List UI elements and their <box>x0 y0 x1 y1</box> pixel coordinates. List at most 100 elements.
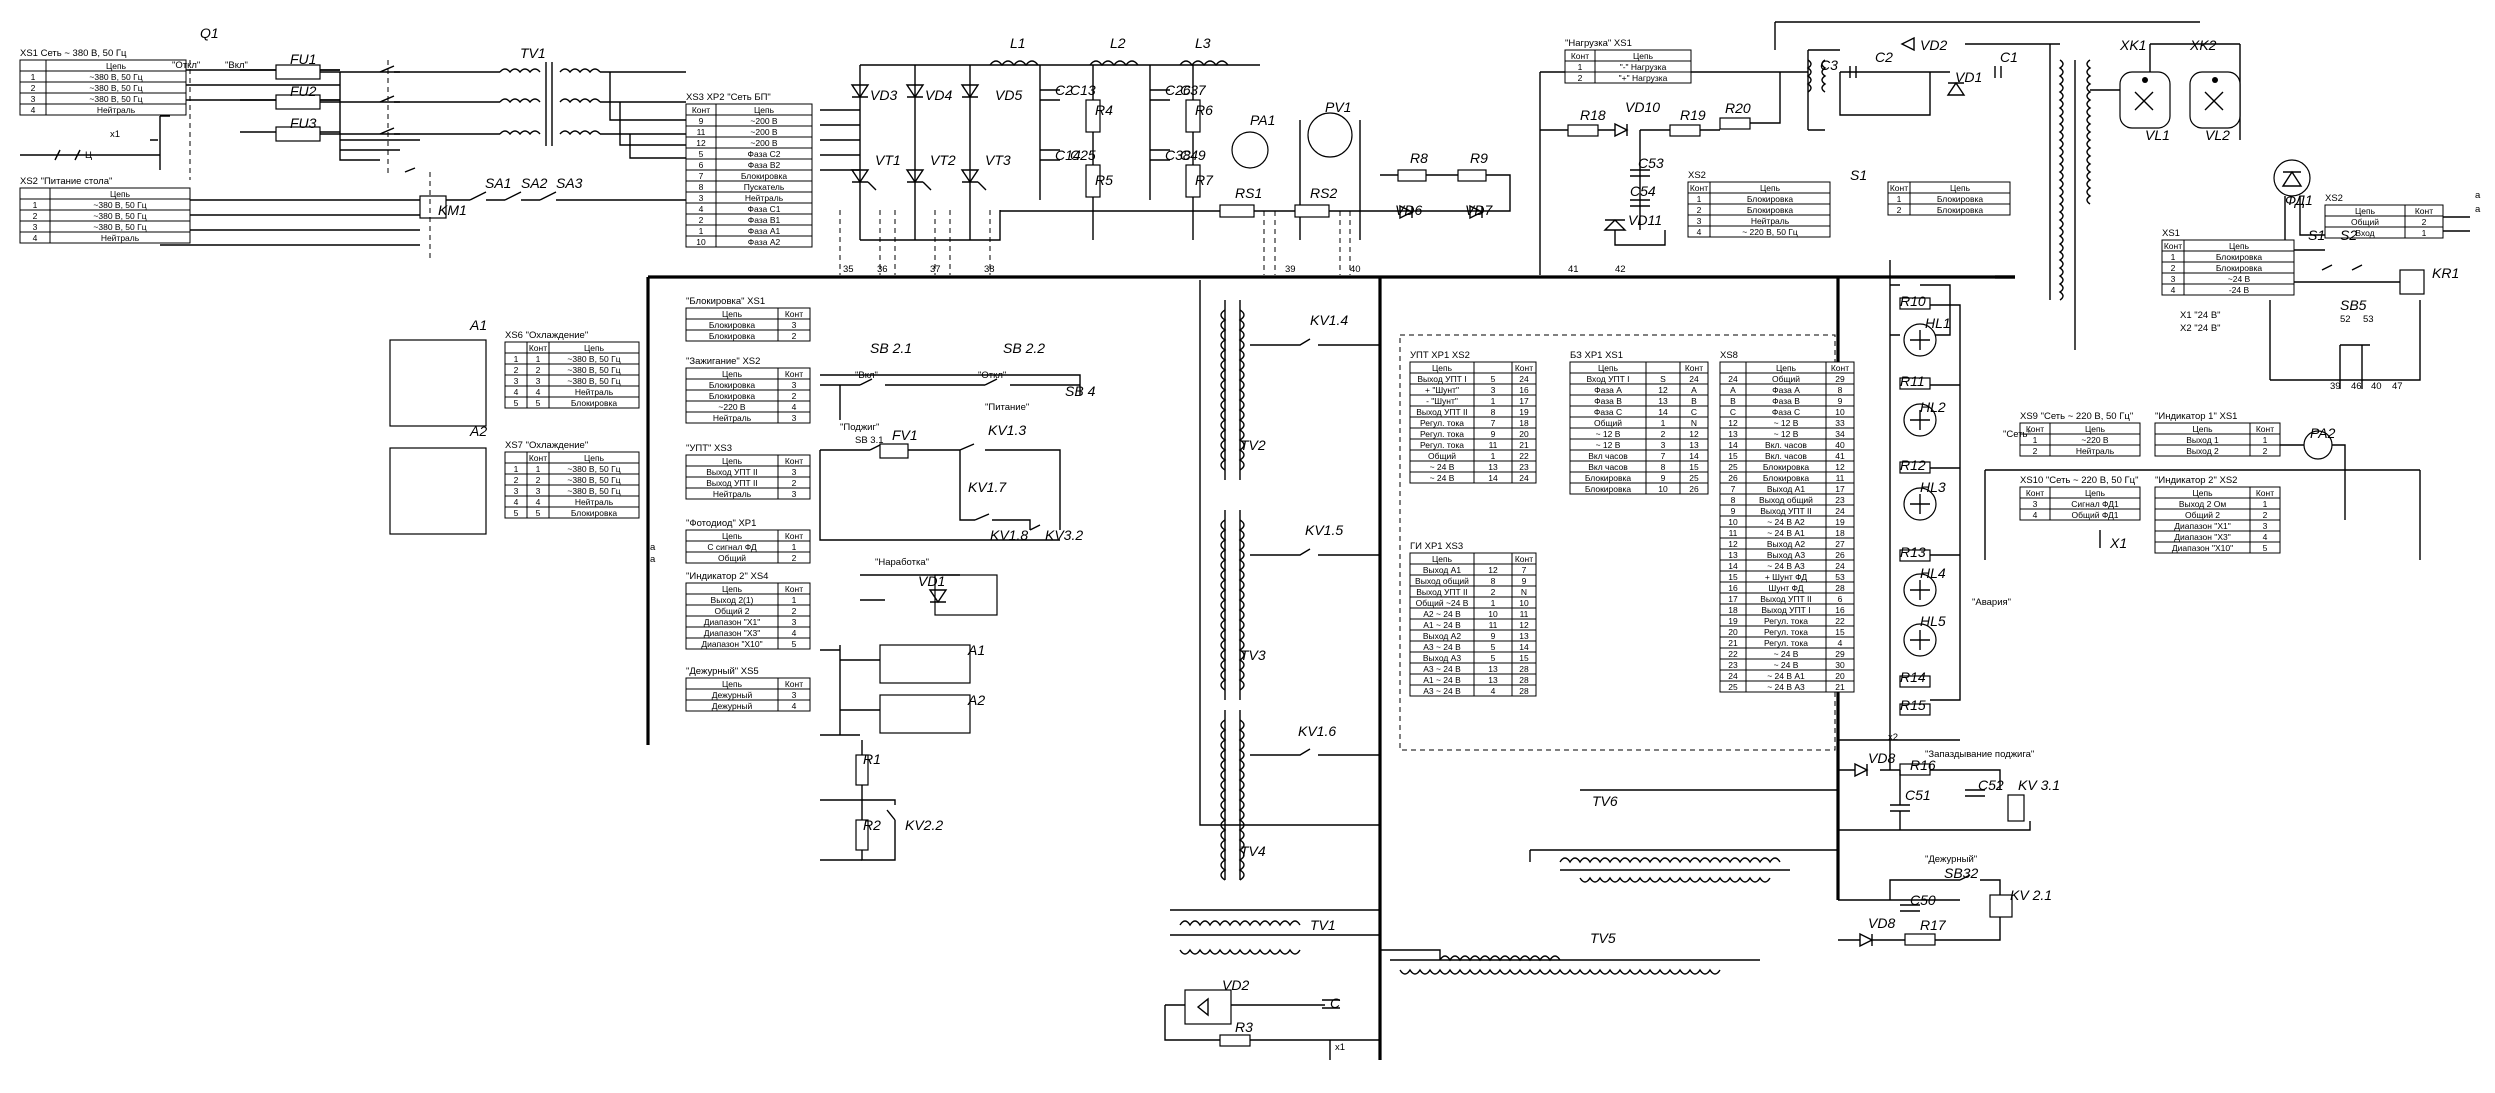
table-cell: Диапазон "X3" <box>2174 532 2230 542</box>
note: 37 <box>930 264 941 275</box>
table-cell: Конт <box>2256 424 2274 434</box>
note: a <box>650 554 656 565</box>
table-cell: Цепь <box>2355 206 2376 216</box>
table-cell: Цепь <box>722 584 743 594</box>
note: "Откл" <box>172 60 200 71</box>
table-cell: Конт <box>785 584 803 594</box>
table-cell: 14 <box>1488 473 1498 483</box>
designator: R12 <box>1900 457 1926 473</box>
table-cell: ~220 В <box>2081 435 2109 445</box>
table-cell: 8 <box>699 182 704 192</box>
table-cell: Выход общий <box>1415 576 1469 586</box>
table-cell: 25 <box>1728 682 1738 692</box>
table-cell: 11 <box>697 127 706 137</box>
table-cell: 3 <box>792 413 797 423</box>
note: "Наработка" <box>875 557 929 568</box>
table-cell: Выход УПТ II <box>706 478 758 488</box>
table-cell: 5 <box>1491 653 1496 663</box>
table-cell: Выход А3 <box>1423 653 1461 663</box>
designator: C13 <box>1070 82 1096 98</box>
designator: VD10 <box>1625 99 1660 115</box>
table-cell: Блокировка <box>1585 484 1632 494</box>
table-cell: Выход общий <box>1759 495 1813 505</box>
table-cell: 12 <box>1488 565 1498 575</box>
table-cell: ~380 В, 50 Гц <box>89 83 142 93</box>
table-title: УПТ XP1 XS2 <box>1410 350 1470 361</box>
table-cell: 2 <box>33 211 38 221</box>
table-cell: 5 <box>2263 543 2268 553</box>
designator: VD11 <box>1628 212 1662 228</box>
table-cell: 1 <box>1491 598 1496 608</box>
table-cell: А3 ~ 24 В <box>1423 664 1461 674</box>
table-cell: Выход А1 <box>1423 565 1461 575</box>
table-cell: 13 <box>1728 429 1738 439</box>
table-cell: Общий <box>718 553 746 563</box>
table-cell: Фаза А <box>1772 385 1800 395</box>
table-cell: -24 В <box>2229 285 2250 295</box>
note: "Питание" <box>985 402 1029 413</box>
designator: VD6 <box>1395 202 1422 218</box>
table-cell: Конт <box>2026 488 2044 498</box>
table-cell: 12 <box>1519 620 1529 630</box>
designator: R14 <box>1900 669 1926 685</box>
designator: R18 <box>1580 107 1606 123</box>
table-cell: 2 <box>699 215 704 225</box>
table-cell: Блокировка <box>1937 205 1984 215</box>
table-title: XS1 Сеть ~ 380 В, 50 Гц <box>20 48 127 59</box>
table-cell: 26 <box>1835 550 1845 560</box>
table-cell: Конт <box>2026 424 2044 434</box>
table-cell: ~ 12 В <box>1774 429 1799 439</box>
table-cell: 17 <box>1519 396 1529 406</box>
table-cell: ~380 В, 50 Гц <box>567 376 620 386</box>
note: 46 <box>2351 381 2362 392</box>
table-cell: 11 <box>1489 620 1498 630</box>
table-cell: 1 <box>792 595 797 605</box>
table-cell: Цепь <box>1432 554 1453 564</box>
table-cell: ~ 24 В <box>1774 649 1799 659</box>
table-cell: Цепь <box>2229 241 2250 251</box>
designator: C14 <box>1055 147 1081 163</box>
designator: A1 <box>469 317 487 333</box>
table-cell: 12 <box>696 138 706 148</box>
table-cell: Цепь <box>722 369 743 379</box>
table-cell: Вкл. часов <box>1765 451 1807 461</box>
table-cell: Общий <box>2351 217 2379 227</box>
table-cell: 12 <box>1835 462 1845 472</box>
table-cell: Цепь <box>722 309 743 319</box>
table-cell: Регул. тока <box>1764 627 1808 637</box>
designator: KV 3.1 <box>2018 777 2060 793</box>
designator: SA2 <box>521 175 548 191</box>
table-cell: 3 <box>536 376 541 386</box>
table-cell: 1 <box>31 72 36 82</box>
table-cell: 23 <box>1835 495 1845 505</box>
table-cell: 24 <box>1835 561 1845 571</box>
table-cell: Дежурный <box>712 690 753 700</box>
designator: VT1 <box>875 152 901 168</box>
designator: R7 <box>1195 172 1214 188</box>
designator: C50 <box>1910 892 1936 908</box>
table-cell: Конт <box>2415 206 2433 216</box>
table-cell: 2 <box>792 553 797 563</box>
designator: R17 <box>1920 917 1947 933</box>
table-cell: ~24 В <box>2228 274 2251 284</box>
note: 35 <box>843 264 854 275</box>
table-cell: 21 <box>1728 638 1738 648</box>
table-cell: 7 <box>1522 565 1527 575</box>
table-cell: Диапазон "X10" <box>701 639 762 649</box>
note: x1 <box>1335 1042 1345 1053</box>
table-cell: 15 <box>1519 653 1529 663</box>
table-title: XS9 "Сеть ~ 220 В, 50 Гц" <box>2020 411 2133 422</box>
table-frame <box>2019 422 2141 457</box>
designator: C51 <box>1905 787 1931 803</box>
table-cell: Общий ~24 В <box>1416 598 1469 608</box>
table-cell: ~ 24 В А3 <box>1767 682 1805 692</box>
table-frame <box>685 367 811 424</box>
table-cell: Нейтраль <box>97 105 136 115</box>
